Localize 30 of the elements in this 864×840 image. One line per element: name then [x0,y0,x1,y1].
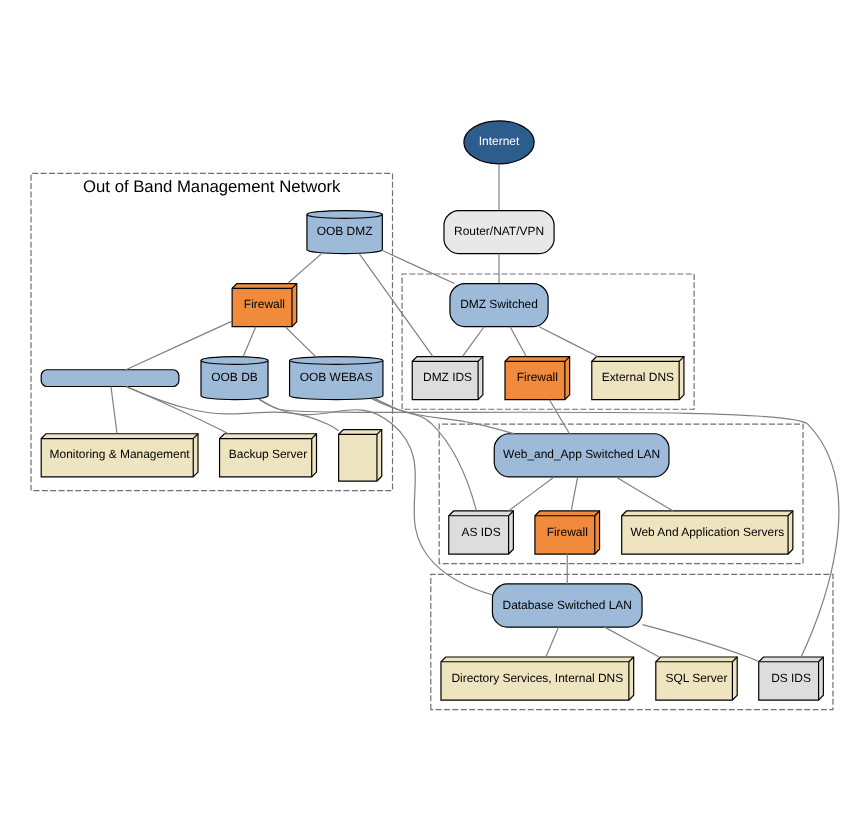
connector [381,249,456,285]
connector [242,326,257,357]
connector [257,398,840,658]
connector [358,253,434,357]
connector [110,386,118,435]
connector [570,476,579,512]
connector [509,326,527,357]
connector [545,626,560,658]
cluster [430,573,834,711]
connector [125,386,340,432]
cluster [401,273,695,410]
connector [548,399,571,435]
connector [498,253,500,284]
connector [287,253,323,284]
connector [371,398,515,435]
connector [566,553,568,585]
connector [259,398,493,596]
connector [462,326,485,357]
connector [374,398,477,512]
connector [641,623,759,662]
connector [498,163,500,211]
connector [615,476,674,512]
connector [126,385,230,435]
connector [507,476,555,512]
connector [538,326,599,358]
cluster [438,423,804,565]
connector [604,626,660,658]
connector [125,320,233,371]
node-bar [40,369,180,388]
connector [284,326,316,357]
